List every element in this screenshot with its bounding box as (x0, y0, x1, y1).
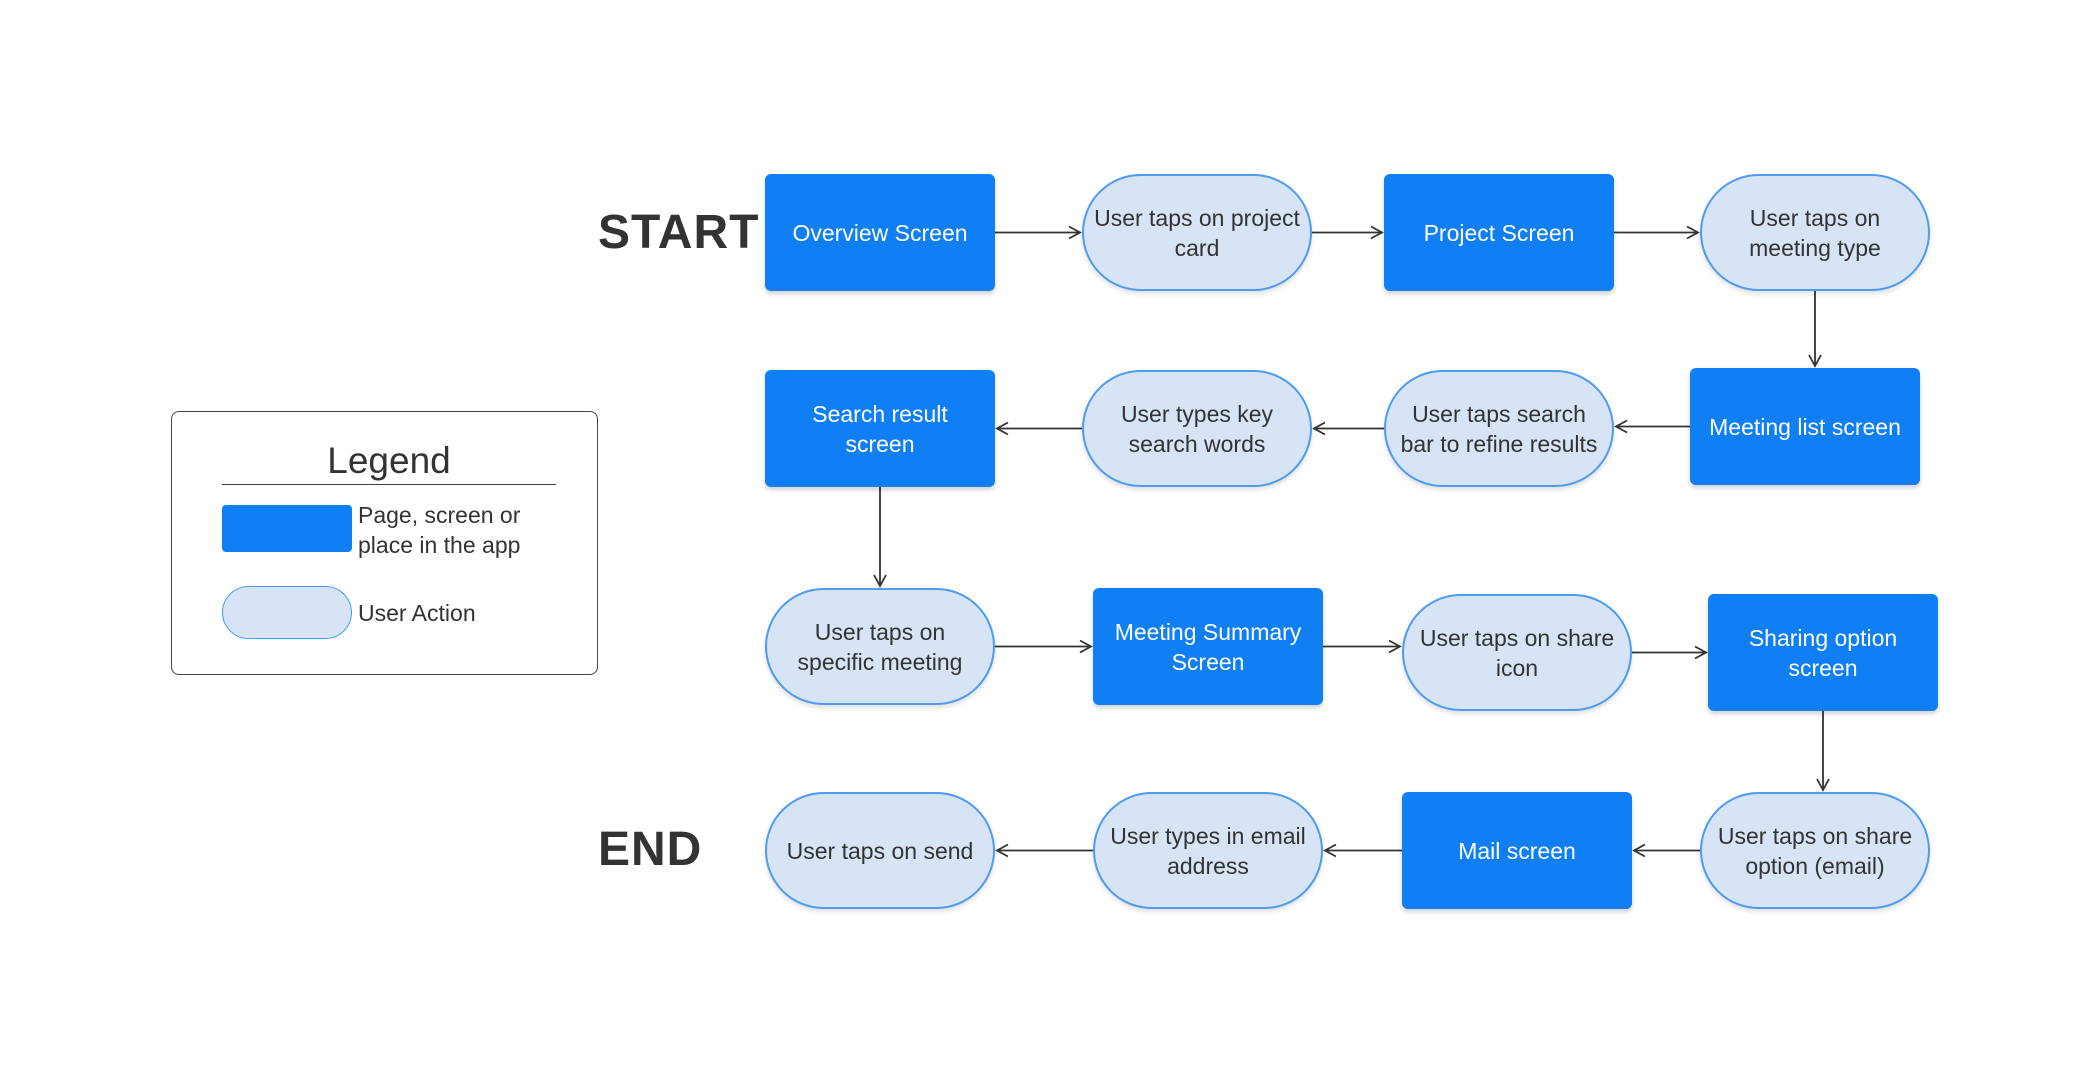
legend-screen-swatch (222, 505, 352, 552)
tap-project-card-node: User taps on project card (1082, 174, 1312, 291)
mail-screen-node: Mail screen (1402, 792, 1632, 909)
end-label: END (598, 823, 703, 876)
tap-share-icon-node: User taps on share icon (1402, 594, 1632, 711)
legend-action-label: User Action (358, 600, 476, 626)
meeting-list-screen-node: Meeting list screen (1690, 368, 1920, 485)
legend-title: Legend (222, 440, 556, 485)
project-screen-node: Project Screen (1384, 174, 1614, 291)
type-email-address-node: User types in email address (1093, 792, 1323, 909)
legend-action-swatch (222, 586, 352, 639)
meeting-summary-screen-node: Meeting Summary Screen (1093, 588, 1323, 705)
legend-screen-label: Page, screen or place in the app (358, 502, 521, 558)
tap-share-option-email-node: User taps on share option (email) (1700, 792, 1930, 909)
tap-meeting-type-node: User taps on meeting type (1700, 174, 1930, 291)
type-search-words-node: User types key search words (1082, 370, 1312, 487)
tap-send-node: User taps on send (765, 792, 995, 909)
sharing-option-screen-node: Sharing option screen (1708, 594, 1938, 711)
tap-specific-meeting-node: User taps on specific meeting (765, 588, 995, 705)
legend-panel: Legend Page, screen or place in the app … (171, 411, 598, 675)
search-result-screen-node: Search result screen (765, 370, 995, 487)
overview-screen-node: Overview Screen (765, 174, 995, 291)
tap-search-bar-node: User taps search bar to refine results (1384, 370, 1614, 487)
start-label: START (598, 206, 760, 259)
